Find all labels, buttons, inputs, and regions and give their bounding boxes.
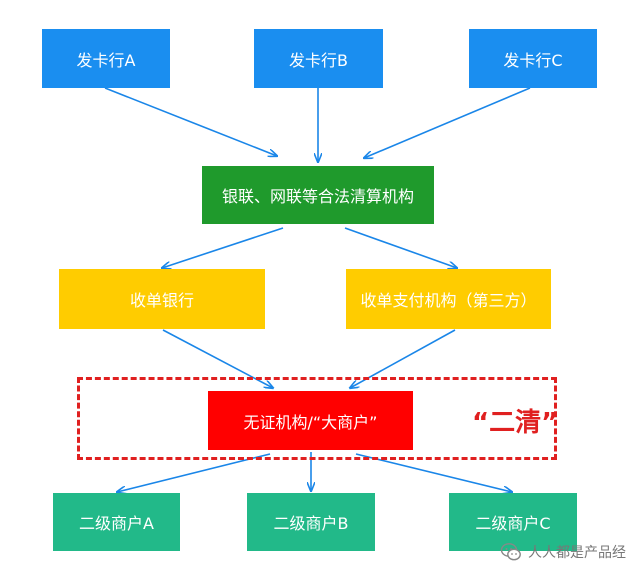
unlicensed-institution-box: 无证机构/“大商户” [208, 391, 413, 450]
acquiring-institution-label: 收单支付机构（第三方） [360, 291, 537, 310]
arrow-issuer-c-to-clearing [364, 87, 531, 158]
arrow-clearing-to-acquiring-institution [344, 227, 457, 268]
merchant-a-label: 二级商户A [79, 514, 154, 533]
clearing-institution-box: 银联、网联等合法清算机构 [202, 166, 434, 224]
watermark: 人人都是产品经理 [500, 541, 626, 563]
acquiring-bank-box: 收单银行 [59, 269, 265, 329]
clearing-institution-label: 银联、网联等合法清算机构 [221, 187, 414, 206]
second-clearing-tag: “二清” [472, 408, 559, 438]
merchant-c-box: 二级商户C [449, 493, 577, 551]
issuer-a-box: 发卡行A [42, 29, 170, 88]
merchant-a-box: 二级商户A [53, 493, 180, 551]
acquiring-bank-label: 收单银行 [129, 291, 194, 310]
issuer-b-box: 发卡行B [254, 29, 383, 88]
acquiring-institution-box: 收单支付机构（第三方） [346, 269, 551, 329]
merchant-b-label: 二级商户B [273, 514, 349, 533]
merchant-c-label: 二级商户C [475, 514, 551, 533]
arrow-issuer-a-to-clearing [104, 87, 277, 156]
issuer-c-label: 发卡行C [503, 50, 563, 70]
watermark-text: 人人都是产品经理 [528, 545, 626, 561]
issuer-c-box: 发卡行C [469, 29, 597, 88]
merchant-b-box: 二级商户B [247, 493, 375, 551]
arrow-clearing-to-acquiring-bank [162, 227, 284, 268]
second-clearing-frame [77, 377, 557, 460]
issuer-b-label: 发卡行B [289, 50, 348, 70]
issuer-a-label: 发卡行A [76, 50, 136, 70]
unlicensed-institution-label: 无证机构/“大商户” [243, 412, 378, 432]
wechat-icon [500, 543, 521, 561]
